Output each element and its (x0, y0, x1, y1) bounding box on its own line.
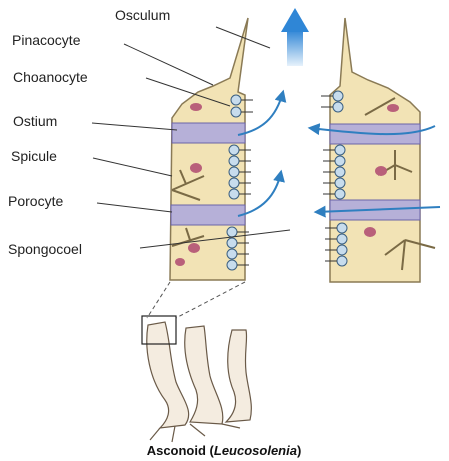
pinacocyte-nucleus (387, 104, 399, 112)
caption-genus: Leucosolenia (214, 443, 297, 458)
label-choanocyte: Choanocyte (13, 69, 88, 85)
label-porocyte: Porocyte (8, 193, 63, 209)
label-spicule: Spicule (11, 148, 57, 164)
pinacocyte-nucleus (375, 166, 387, 176)
pinacocyte-nucleus (188, 243, 200, 253)
pinacocyte-nucleus (175, 258, 185, 266)
pinacocyte-nucleus (364, 227, 376, 237)
label-spongocoel: Spongocoel (8, 241, 82, 257)
pinacocyte-nucleus (190, 163, 202, 173)
zoom-callout-lines (147, 282, 245, 318)
label-ostium: Ostium (13, 113, 57, 129)
sponge-colony-sketch (147, 322, 252, 442)
porocyte-band (171, 205, 245, 225)
caption: Asconoid (Leucosolenia) (147, 443, 302, 458)
left-body-wall (170, 18, 253, 280)
pinacocyte-nucleus (190, 103, 202, 111)
right-body-wall (321, 18, 435, 282)
porocyte-band (172, 123, 245, 143)
label-pinacocyte: Pinacocyte (12, 32, 81, 48)
osculum-outflow-arrow (281, 8, 309, 66)
label-osculum: Osculum (115, 7, 170, 23)
